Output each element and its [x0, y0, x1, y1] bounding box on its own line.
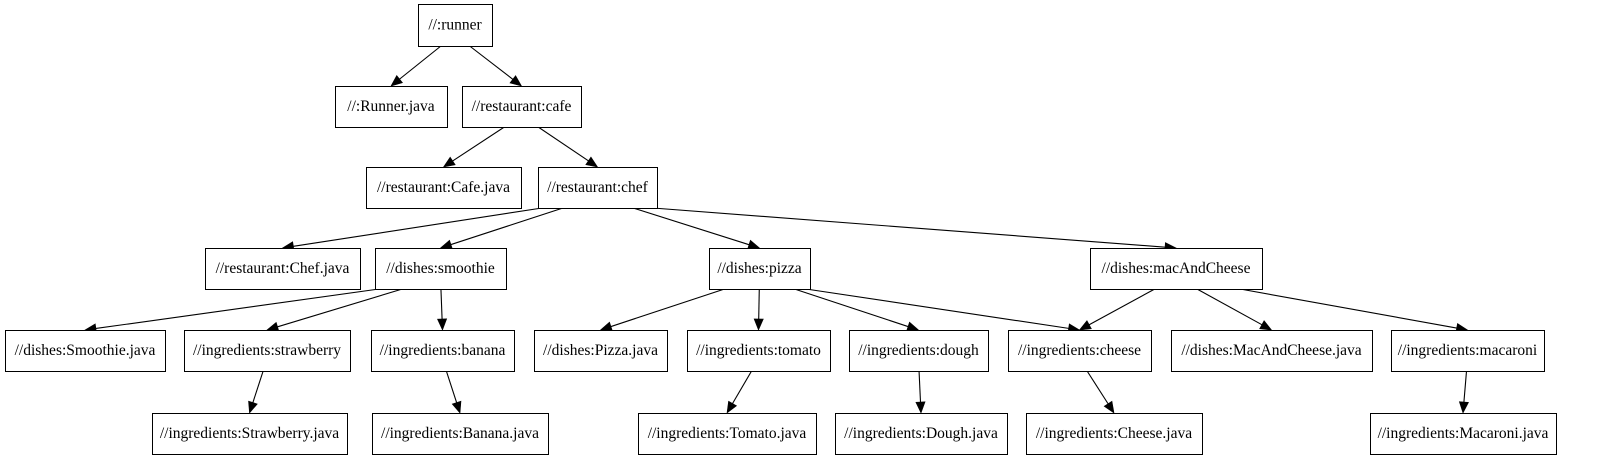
graph-edge [652, 207, 1177, 253]
graph-node-label: //:Runner.java [347, 98, 435, 115]
graph-node-smoothie_java[interactable]: //dishes:Smoothie.java [5, 330, 166, 372]
graph-node-label: //dishes:Pizza.java [543, 342, 658, 359]
graph-node-ing_cheese[interactable]: //ingredients:cheese [1008, 330, 1152, 372]
graph-node-runner[interactable]: //:runner [418, 4, 493, 47]
graph-node-label: //dishes:macAndCheese [1102, 260, 1251, 277]
graph-edge [794, 288, 920, 332]
graph-node-label: //ingredients:Strawberry.java [160, 425, 339, 442]
graph-node-label: //restaurant:cafe [472, 98, 572, 115]
graph-node-pizza_java[interactable]: //dishes:Pizza.java [534, 330, 668, 372]
graph-node-label: //restaurant:Cafe.java [377, 179, 510, 196]
graph-edge [632, 207, 761, 250]
graph-edge [1078, 288, 1156, 331]
graph-node-ing_dough[interactable]: //ingredients:dough [849, 330, 989, 372]
graph-node-label: //restaurant:chef [547, 179, 649, 196]
graph-edge [726, 370, 753, 414]
graph-node-label: //dishes:smoothie [386, 260, 495, 277]
graph-edge [537, 126, 599, 168]
graph-node-macaroni_java[interactable]: //ingredients:Macaroni.java [1370, 413, 1557, 455]
graph-edge [1086, 370, 1115, 414]
graph-edge [1196, 288, 1273, 331]
graph-node-label: //dishes:Smoothie.java [15, 342, 156, 359]
graph-edge [437, 288, 448, 331]
graph-edge [84, 288, 380, 334]
graph-node-chef_java[interactable]: //restaurant:Chef.java [205, 248, 361, 290]
graph-edge [805, 288, 1081, 334]
graph-node-label: //ingredients:cheese [1018, 342, 1141, 359]
graph-node-dishes_mac[interactable]: //dishes:macAndCheese [1090, 248, 1263, 290]
graph-edge [248, 370, 264, 414]
graph-edge [1458, 370, 1469, 414]
graph-edge [445, 370, 462, 414]
graph-node-ing_tomato[interactable]: //ingredients:tomato [687, 330, 831, 372]
graph-node-strawberry_java[interactable]: //ingredients:Strawberry.java [152, 413, 348, 455]
graph-node-cafe_java[interactable]: //restaurant:Cafe.java [366, 167, 522, 209]
graph-node-restaurant_chef[interactable]: //restaurant:chef [538, 167, 658, 209]
graph-edge [442, 126, 505, 168]
graph-node-dishes_pizza[interactable]: //dishes:pizza [709, 248, 811, 290]
graph-node-ing_macaroni[interactable]: //ingredients:macaroni [1391, 330, 1545, 372]
graph-node-label: //ingredients:tomato [696, 342, 821, 359]
graph-node-label: //ingredients:Tomato.java [648, 425, 807, 442]
graph-node-banana_java[interactable]: //ingredients:Banana.java [372, 413, 549, 455]
graph-node-ing_banana[interactable]: //ingredients:banana [371, 330, 515, 372]
graph-node-label: //ingredients:dough [858, 342, 979, 359]
graph-edge [469, 45, 523, 87]
graph-node-label: //:runner [428, 17, 482, 34]
graph-edge [599, 288, 725, 332]
graph-node-label: //ingredients:macaroni [1398, 342, 1538, 359]
nodes-layer: //:runner //:Runner.java //restaurant:cafe… [5, 4, 1557, 455]
graph-node-label: //dishes:MacAndCheese.java [1181, 342, 1361, 359]
graph-node-label: //ingredients:strawberry [193, 342, 341, 359]
graph-node-label: //ingredients:Dough.java [844, 425, 998, 442]
graph-node-cheese_java[interactable]: //ingredients:Cheese.java [1026, 413, 1203, 455]
graph-edge [915, 370, 926, 414]
graph-node-ing_strawberry[interactable]: //ingredients:strawberry [184, 330, 351, 372]
graph-node-label: //ingredients:Cheese.java [1036, 425, 1192, 442]
graph-edge [753, 288, 764, 331]
graph-edge [281, 207, 543, 252]
graph-node-mac_java[interactable]: //dishes:MacAndCheese.java [1171, 330, 1373, 372]
graph-node-label: //restaurant:Chef.java [216, 260, 350, 277]
graph-edge [390, 45, 442, 87]
graph-node-dough_java[interactable]: //ingredients:Dough.java [835, 413, 1008, 455]
graph-node-restaurant_cafe[interactable]: //restaurant:cafe [462, 86, 582, 128]
graph-node-label: //dishes:pizza [717, 260, 801, 277]
graph-node-label: //ingredients:Banana.java [381, 425, 539, 442]
graph-edge [1240, 288, 1469, 333]
graph-edge [439, 207, 564, 250]
graph-node-label: //ingredients:Macaroni.java [1378, 425, 1549, 442]
graph-node-label: //ingredients:banana [380, 342, 506, 359]
graph-node-runner_java[interactable]: //:Runner.java [335, 86, 448, 128]
graph-edge [266, 288, 403, 332]
graph-node-tomato_java[interactable]: //ingredients:Tomato.java [638, 413, 817, 455]
graph-node-dishes_smoothie[interactable]: //dishes:smoothie [375, 248, 507, 290]
